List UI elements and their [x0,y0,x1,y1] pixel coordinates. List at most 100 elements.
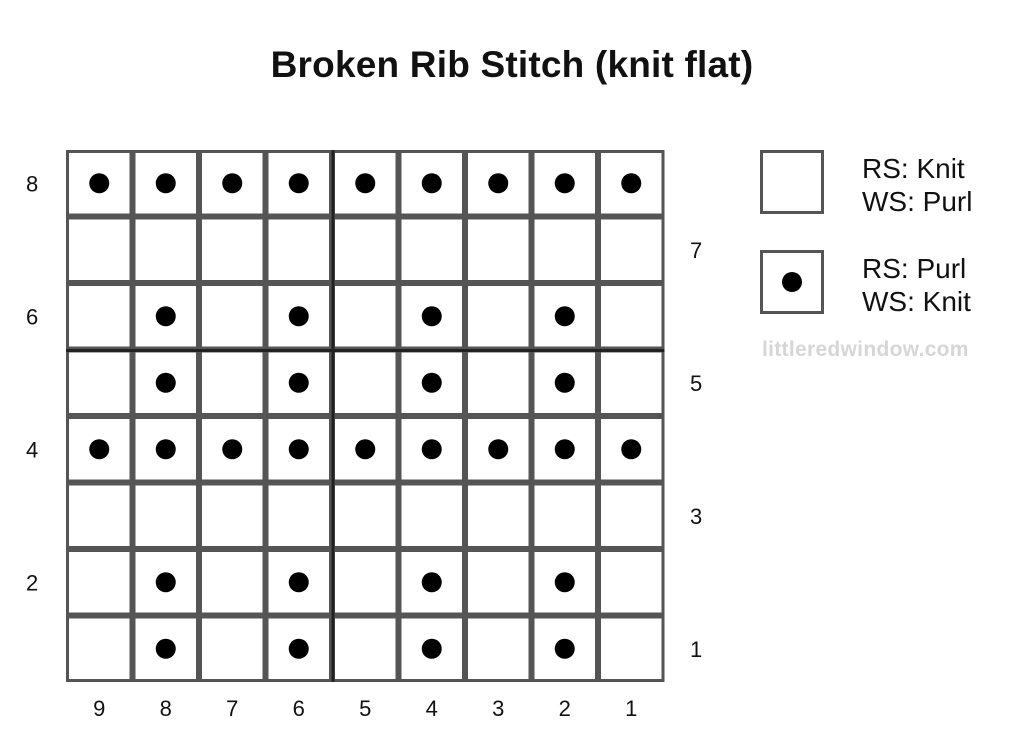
purl-dot [288,306,309,327]
purl-dot [554,572,575,593]
legend-knit-rs: RS: Knit [862,153,965,184]
legend-purl-symbol [760,250,824,314]
purl-dot [621,173,642,194]
purl-dot [155,173,176,194]
chart-cell [465,615,532,682]
chart-cell [332,482,399,549]
dot-icon [782,272,802,292]
legend-purl-rs: RS: Purl [862,253,967,284]
purl-dot [155,306,176,327]
chart-cell [332,549,399,616]
chart-cell [398,482,465,549]
chart-cell [199,283,266,350]
chart-cell [66,283,133,350]
chart-cell [531,216,598,283]
chart-cell [265,216,332,283]
purl-dot [155,572,176,593]
chart-cell [531,482,598,549]
purl-dot [421,306,442,327]
legend-knit-text: RS: Knit WS: Purl [862,152,972,218]
chart-cell [66,216,133,283]
row-number: 8 [26,171,38,196]
chart-cell [465,549,532,616]
purl-dot [421,572,442,593]
chart-cell [199,349,266,416]
purl-dot [554,173,575,194]
legend-knit-symbol [760,150,824,214]
chart-cell [332,349,399,416]
chart-cell [398,216,465,283]
chart-cell [598,349,665,416]
purl-dot [488,439,509,460]
legend-knit-ws: WS: Purl [862,186,973,217]
chart-cell [465,283,532,350]
purl-dot [155,638,176,659]
chart-cell [132,482,199,549]
chart-cell [132,216,199,283]
chart-cell [66,549,133,616]
column-number: 5 [359,696,371,721]
chart-cell [465,349,532,416]
column-number: 1 [625,696,637,721]
purl-dot [554,306,575,327]
purl-dot [355,173,376,194]
purl-dots [89,173,642,659]
chart-cell [598,549,665,616]
purl-dot [89,173,110,194]
column-number: 3 [492,696,504,721]
column-number: 9 [93,696,105,721]
chart-cell [66,349,133,416]
purl-dot [554,638,575,659]
row-number: 3 [690,504,702,529]
purl-dot [288,173,309,194]
chart-cell [465,216,532,283]
purl-dot [421,173,442,194]
chart-cell [265,482,332,549]
purl-dot [155,372,176,393]
legend-purl-text: RS: Purl WS: Knit [862,252,971,318]
chart-cell [465,482,532,549]
purl-dot [621,439,642,460]
column-number: 8 [160,696,172,721]
purl-dot [155,439,176,460]
watermark: littleredwindow.com [762,338,969,361]
row-number: 1 [690,637,702,662]
chart-cell [265,615,332,682]
chart-cell [199,482,266,549]
column-number: 2 [559,696,571,721]
column-number: 6 [293,696,305,721]
purl-dot [89,439,110,460]
purl-dot [554,439,575,460]
row-number: 5 [690,371,702,396]
purl-dot [288,638,309,659]
chart-cell [332,615,399,682]
chart-cell [598,283,665,350]
chart-cell [598,482,665,549]
chart-cell [199,549,266,616]
chart-cell [332,216,399,283]
purl-dot [288,372,309,393]
chart-cell [199,216,266,283]
chart-cell [199,615,266,682]
row-number: 7 [690,238,702,263]
purl-dot [421,439,442,460]
purl-dot [554,372,575,393]
chart-cell [398,416,465,483]
purl-dot [421,372,442,393]
chart-cell [66,482,133,549]
chart-cell [598,615,665,682]
grid-cells [66,150,665,682]
purl-dot [222,439,243,460]
purl-dot [421,638,442,659]
chart-cell [598,216,665,283]
row-number: 2 [26,570,38,595]
purl-dot [288,439,309,460]
chart-cell [332,283,399,350]
row-number: 6 [26,304,38,329]
chart-cell [531,615,598,682]
purl-dot [222,173,243,194]
column-number: 7 [226,696,238,721]
purl-dot [355,439,376,460]
